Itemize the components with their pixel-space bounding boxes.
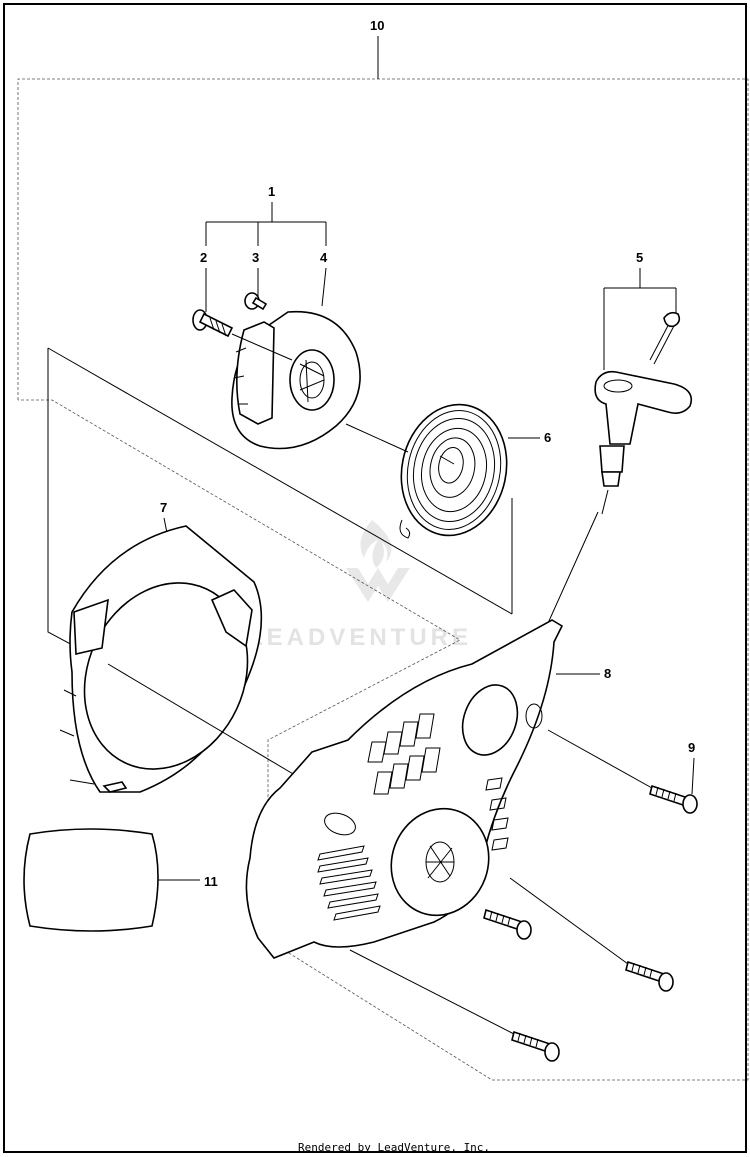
part-8-starter-housing — [245, 619, 564, 959]
part-7-fan-cover — [59, 525, 263, 793]
part-3-washer — [244, 292, 268, 311]
part-2-screw — [192, 309, 234, 338]
guide-top-6 — [47, 347, 513, 615]
housing-vents-right — [485, 777, 509, 851]
callout-8: 8 — [604, 666, 611, 681]
part-11-decal — [23, 828, 159, 932]
screw-axis-a — [547, 729, 653, 789]
screw-axis-c — [509, 877, 629, 965]
callout-7: 7 — [160, 500, 167, 515]
callout-2: 2 — [200, 250, 207, 265]
callout-10: 10 — [370, 18, 384, 33]
screw-axis-d — [349, 949, 515, 1035]
part-9-screw-b — [483, 908, 532, 940]
callout-9: 9 — [688, 740, 695, 755]
callout-6: 6 — [544, 430, 551, 445]
callout-4: 4 — [320, 250, 328, 265]
part-6-recoil-spring — [399, 403, 508, 539]
guide-spring — [345, 423, 409, 453]
callout-11: 11 — [204, 874, 218, 889]
callout-1: 1 — [268, 184, 275, 199]
part-5-starter-handle — [594, 311, 693, 515]
part-9-screw-a — [649, 784, 698, 814]
part-4-starter-pulley — [231, 310, 361, 450]
part-9-screw-d — [511, 1030, 560, 1062]
housing-vents-bottom — [317, 845, 381, 921]
guide-fan — [107, 663, 311, 785]
part-9-screw-c — [625, 960, 674, 992]
axis-line-4 — [231, 333, 293, 361]
callout-5: 5 — [636, 250, 643, 265]
page-border — [3, 3, 747, 1153]
assembly-10-outline — [17, 78, 749, 1081]
footer-credit: Rendered by LeadVenture, Inc. — [298, 1141, 490, 1154]
callout-3: 3 — [252, 250, 259, 265]
leader-9 — [691, 757, 695, 795]
leader-4 — [321, 267, 327, 307]
housing-vents-top — [367, 713, 441, 795]
watermark-text: LEADVENTURE — [248, 624, 472, 651]
